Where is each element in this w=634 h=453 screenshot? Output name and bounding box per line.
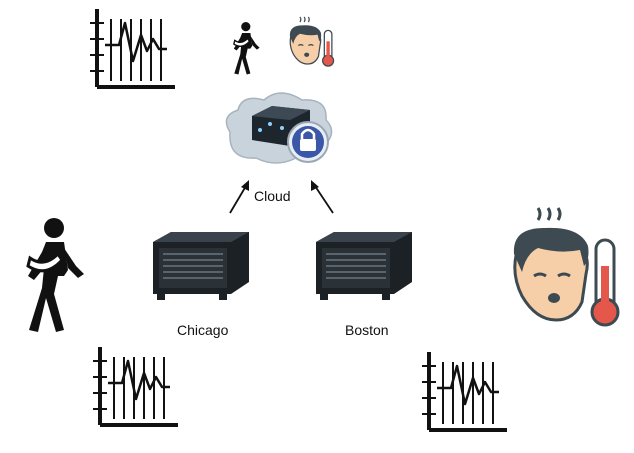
server-icon-left: [152, 231, 250, 301]
cloud-label: Cloud: [254, 188, 291, 204]
arrow-icon-right: [311, 180, 334, 214]
server-icon-right: [315, 231, 413, 301]
secure-cloud-server-icon: [225, 92, 333, 164]
line-chart-icon-bottom-right: [420, 350, 509, 432]
injured-person-icon-small: [233, 21, 261, 76]
fever-person-icon-small: [289, 16, 335, 67]
arrow-icon-left: [229, 180, 249, 214]
injured-person-icon-large: [26, 216, 86, 334]
line-chart-icon-top: [88, 7, 177, 89]
server-right-label: Boston: [345, 322, 389, 338]
fever-person-icon-large: [512, 206, 620, 327]
server-left-label: Chicago: [177, 322, 229, 338]
line-chart-icon-bottom-left: [91, 345, 180, 427]
